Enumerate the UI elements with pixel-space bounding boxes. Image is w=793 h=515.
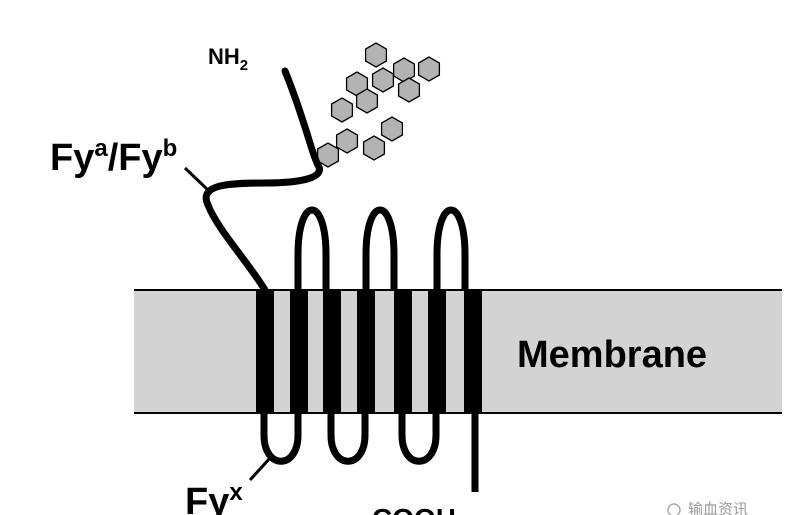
extracellular-loops	[294, 206, 469, 290]
tm-helix-3	[323, 290, 341, 413]
extracellular-loop-1	[294, 206, 330, 290]
glycan-hexagon	[392, 57, 416, 83]
fy-x-pointer	[248, 456, 272, 482]
n-terminal-chain	[202, 67, 323, 294]
tm-helix-7	[464, 290, 482, 413]
c-terminus-label: COOH	[372, 503, 456, 515]
tm-helix-5	[394, 290, 412, 413]
glycan-hexagon	[397, 77, 421, 103]
intracellular-loop-2	[327, 413, 369, 465]
membrane-band	[134, 290, 782, 413]
wechat-logo-icon	[667, 503, 681, 515]
glycan-hexagon	[380, 116, 404, 142]
tm-helix-6	[428, 290, 446, 413]
tm-helix-2	[290, 290, 308, 413]
glycan-hexagon	[371, 67, 395, 93]
n-terminus-label: NH2	[208, 44, 248, 74]
glycan-hexagon	[335, 128, 359, 154]
glycan-hexagon	[417, 56, 441, 82]
intracellular-loop-1	[260, 413, 302, 465]
svg-text:输血资讯: 输血资讯	[688, 500, 748, 515]
glycan-chains	[316, 42, 441, 168]
watermark: 输血资讯	[667, 500, 748, 515]
membrane-label: Membrane	[517, 334, 707, 376]
tm-helix-1	[256, 290, 274, 413]
glycan-hexagon	[364, 42, 388, 68]
glycan-hexagon	[330, 97, 354, 123]
fy-ab-label: Fya/Fyb	[50, 135, 177, 179]
fy-x-label: Fyx	[185, 479, 243, 515]
extracellular-loop-2	[362, 206, 398, 290]
extracellular-loop-3	[433, 206, 469, 290]
glycan-hexagon	[316, 142, 340, 168]
intracellular-loop-3	[398, 413, 440, 465]
glycan-hexagon	[355, 88, 379, 114]
transmembrane-helices	[256, 290, 482, 413]
fy-ab-pointer	[183, 166, 210, 192]
glycan-hexagon	[362, 135, 386, 161]
intracellular-loops	[260, 413, 440, 465]
tm-helix-4	[357, 290, 375, 413]
